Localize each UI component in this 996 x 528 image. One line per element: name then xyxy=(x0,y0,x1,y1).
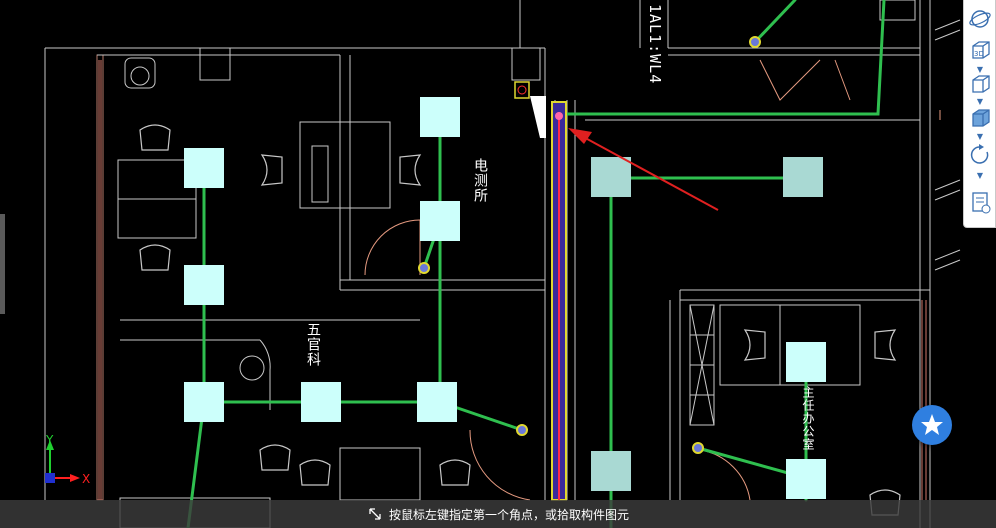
light-switches[interactable] xyxy=(418,36,761,454)
status-prompt: 按鼠标左键指定第一个角点，或拾取构件图元 xyxy=(388,507,629,522)
axis-y-label: Y xyxy=(45,433,54,447)
ucs-axes: Y X xyxy=(45,433,90,486)
furniture-chairs xyxy=(139,124,901,516)
chevron-down-icon[interactable]: ▼ xyxy=(976,65,984,74)
rotate-icon[interactable] xyxy=(967,142,994,168)
walls xyxy=(44,0,961,528)
axis-x-label: X xyxy=(82,472,90,486)
box-solid-icon[interactable] xyxy=(967,106,994,132)
selected-conduit[interactable] xyxy=(551,101,567,501)
chevron-down-icon[interactable]: ▼ xyxy=(976,97,984,106)
chevron-down-icon[interactable]: ▼ xyxy=(976,132,984,141)
chevron-down-icon[interactable]: ▼ xyxy=(976,171,984,180)
view-3d-icon[interactable]: 3D xyxy=(967,38,994,64)
room-label-monitoring: 电测所 xyxy=(472,158,488,203)
circuit-label: 1AL1:WL4 xyxy=(646,4,664,85)
distribution-box[interactable] xyxy=(514,81,546,138)
star-icon xyxy=(921,414,943,435)
status-bar: 按鼠标左键指定第一个角点，或拾取构件图元 xyxy=(0,500,996,528)
left-panel-handle[interactable] xyxy=(0,214,5,314)
window-strips xyxy=(98,60,927,500)
box-wireframe-icon[interactable] xyxy=(967,72,994,98)
svg-text:3D: 3D xyxy=(974,50,984,58)
properties-icon[interactable] xyxy=(967,190,994,216)
favorite-button[interactable] xyxy=(912,405,952,445)
red-pointer-arrow xyxy=(568,128,719,211)
orbit-icon[interactable] xyxy=(967,6,994,32)
wiring-lines xyxy=(186,0,886,528)
room-label-director: 主任办公室 xyxy=(801,386,815,451)
room-label-workshop: 五官科 xyxy=(305,322,321,367)
view-toolbar: 3D ▼ ▼ ▼ ▼ xyxy=(963,0,996,228)
light-fixtures[interactable] xyxy=(184,97,826,499)
pick-cursor-icon xyxy=(369,508,381,520)
